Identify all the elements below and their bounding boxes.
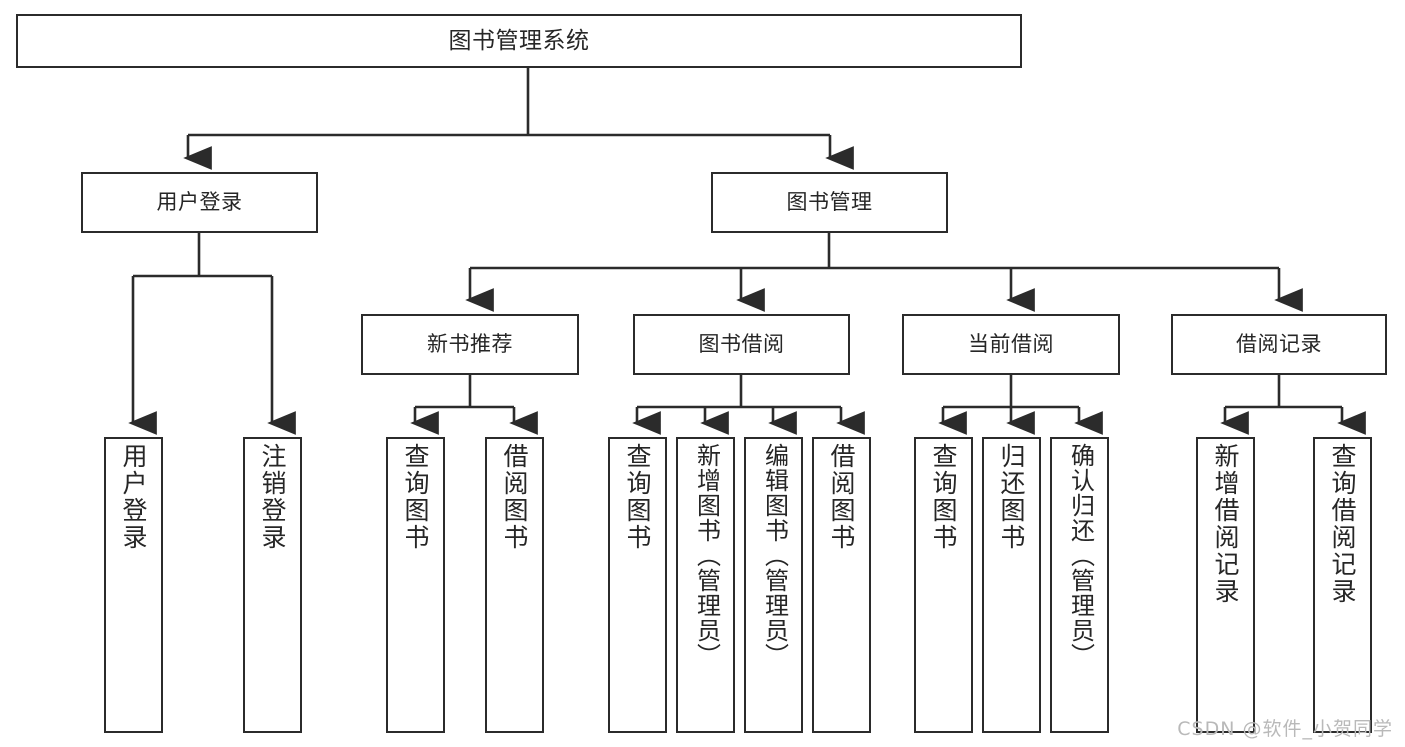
- node-label: 新增图书（管理员）: [692, 443, 721, 668]
- leaf-borrow-add-book-admin[interactable]: 新增图书（管理员）: [676, 437, 735, 733]
- leaf-user-login-action[interactable]: 用户登录: [104, 437, 163, 733]
- watermark-text: CSDN @软件_小贺同学: [1177, 718, 1393, 740]
- node-label: 新书推荐: [427, 332, 513, 357]
- node-label: 查询借阅记录: [1328, 443, 1357, 605]
- leaf-current-return-book[interactable]: 归还图书: [982, 437, 1041, 733]
- node-label: 图书管理系统: [448, 27, 590, 54]
- leaf-borrow-edit-book-admin[interactable]: 编辑图书（管理员）: [744, 437, 803, 733]
- node-new-book-recommend[interactable]: 新书推荐: [361, 314, 579, 375]
- leaf-record-add-record[interactable]: 新增借阅记录: [1196, 437, 1255, 733]
- leaf-record-query-record[interactable]: 查询借阅记录: [1313, 437, 1372, 733]
- node-label: 借阅记录: [1236, 332, 1322, 357]
- leaf-current-query-book[interactable]: 查询图书: [914, 437, 973, 733]
- node-root-system[interactable]: 图书管理系统: [16, 14, 1022, 68]
- leaf-user-logout-action[interactable]: 注销登录: [243, 437, 302, 733]
- node-label: 新增借阅记录: [1211, 443, 1240, 605]
- node-borrow-record[interactable]: 借阅记录: [1171, 314, 1387, 375]
- node-label: 当前借阅: [968, 332, 1054, 357]
- node-label: 查询图书: [623, 443, 652, 551]
- node-book-borrow[interactable]: 图书借阅: [633, 314, 850, 375]
- node-book-management[interactable]: 图书管理: [711, 172, 948, 233]
- node-user-login[interactable]: 用户登录: [81, 172, 318, 233]
- node-label: 归还图书: [997, 443, 1026, 551]
- leaf-borrow-query-book[interactable]: 查询图书: [608, 437, 667, 733]
- node-label: 编辑图书（管理员）: [760, 443, 789, 668]
- leaf-current-confirm-return-admin[interactable]: 确认归还（管理员）: [1050, 437, 1109, 733]
- node-label: 图书管理: [786, 190, 873, 215]
- node-label: 注销登录: [258, 443, 287, 551]
- node-label: 借阅图书: [500, 443, 529, 551]
- leaf-newbook-borrow-book[interactable]: 借阅图书: [485, 437, 544, 733]
- node-label: 借阅图书: [827, 443, 856, 551]
- node-current-borrow[interactable]: 当前借阅: [902, 314, 1120, 375]
- node-label: 用户登录: [156, 190, 243, 215]
- node-label: 查询图书: [401, 443, 430, 551]
- leaf-borrow-borrow-book[interactable]: 借阅图书: [812, 437, 871, 733]
- node-label: 用户登录: [119, 443, 148, 551]
- node-label: 确认归还（管理员）: [1066, 443, 1095, 668]
- node-label: 图书借阅: [698, 332, 785, 357]
- leaf-newbook-query-book[interactable]: 查询图书: [386, 437, 445, 733]
- node-label: 查询图书: [929, 443, 958, 551]
